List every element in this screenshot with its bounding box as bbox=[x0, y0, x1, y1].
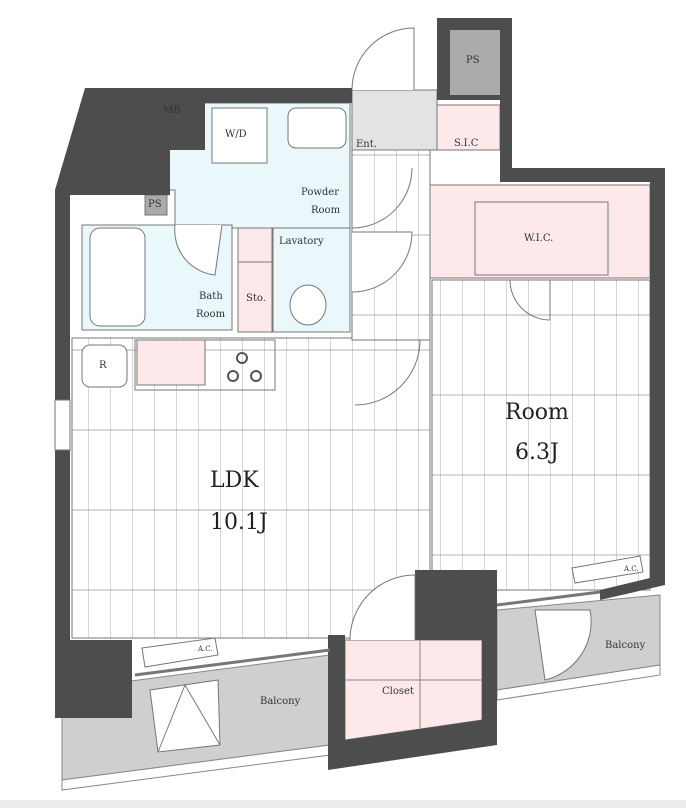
bathtub bbox=[89, 227, 146, 327]
refrigerator-label: R bbox=[99, 360, 107, 371]
door-bath bbox=[174, 224, 223, 276]
door-room bbox=[509, 279, 551, 321]
door-ldk bbox=[354, 339, 421, 406]
ldk-size: 10.1J bbox=[210, 510, 268, 535]
kitchen-counter bbox=[134, 339, 276, 391]
room-name: Room bbox=[505, 400, 569, 425]
ac-unit-left bbox=[141, 637, 219, 668]
refrigerator bbox=[81, 344, 128, 388]
sic-area bbox=[436, 104, 501, 151]
stove-burner bbox=[236, 352, 248, 364]
ps-small-label: PS bbox=[148, 199, 162, 210]
powder-room-label-1: Powder bbox=[301, 187, 340, 198]
wic-label: W.I.C. bbox=[524, 233, 554, 244]
entrance-label: Ent. bbox=[356, 139, 377, 150]
wd-label: W/D bbox=[225, 129, 247, 140]
ac-left-label: A.C. bbox=[198, 645, 213, 653]
sic-label: S.I.C bbox=[454, 138, 479, 149]
bottom-strip bbox=[0, 800, 686, 808]
wall bbox=[328, 570, 497, 770]
wic-inner bbox=[474, 201, 609, 276]
wall bbox=[55, 88, 352, 640]
stove-burner bbox=[227, 370, 239, 382]
powder-room-label-2: Room bbox=[311, 205, 341, 216]
washbasin bbox=[287, 107, 347, 149]
lavatory-label: Lavatory bbox=[279, 236, 324, 247]
storage-label: Sto. bbox=[246, 293, 266, 304]
storage-area bbox=[237, 261, 273, 333]
room-floor bbox=[431, 279, 651, 591]
ldk-name: LDK bbox=[210, 468, 259, 493]
window-left bbox=[54, 399, 71, 451]
kitchen-sink-area bbox=[136, 339, 206, 386]
bath-room-label-1: Bath bbox=[199, 291, 223, 302]
toilet bbox=[289, 284, 327, 326]
door-closet bbox=[349, 574, 416, 641]
balcony-step bbox=[149, 679, 221, 753]
stove-burner bbox=[250, 370, 262, 382]
door-balcony bbox=[534, 609, 592, 681]
balcony-right-label: Balcony bbox=[605, 640, 646, 651]
door-hall bbox=[351, 167, 413, 229]
mb-label: MB bbox=[163, 105, 181, 116]
room-size: 6.3J bbox=[515, 440, 559, 465]
bath-room-label-2: Room bbox=[196, 309, 226, 320]
ps-top-box bbox=[450, 30, 500, 95]
door-lavatory bbox=[351, 231, 413, 293]
door-entrance bbox=[351, 27, 415, 91]
closet-label: Closet bbox=[382, 686, 414, 697]
ac-right-label: A.C. bbox=[624, 565, 639, 573]
storage-small bbox=[237, 227, 273, 263]
balcony-left-label: Balcony bbox=[260, 696, 301, 707]
wd-space bbox=[211, 107, 268, 164]
ac-unit-right bbox=[571, 555, 644, 584]
ldk-floor bbox=[71, 337, 431, 639]
entrance-area bbox=[351, 89, 438, 151]
ps-top-label: PS bbox=[466, 55, 480, 66]
wall bbox=[55, 640, 132, 718]
